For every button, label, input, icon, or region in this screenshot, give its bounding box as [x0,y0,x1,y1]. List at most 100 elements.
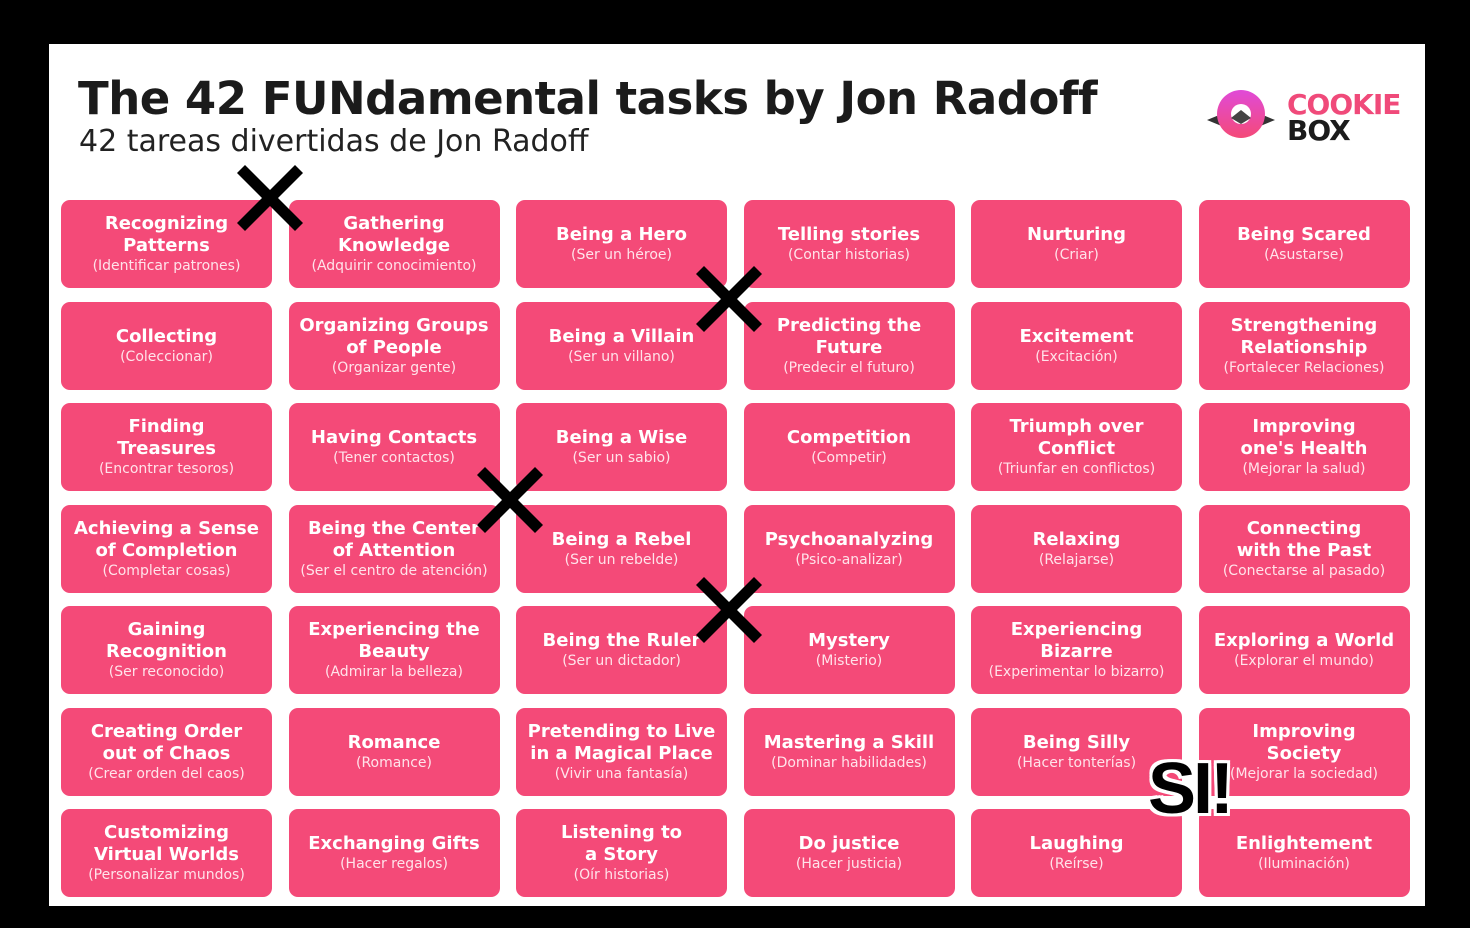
task-card: Being Scared(Asustarse) [1198,200,1410,288]
task-translation: (Misterio) [815,653,883,669]
task-translation: (Fortalecer Relaciones) [1223,359,1385,376]
task-translation: (Ser un rebelde) [564,551,679,568]
task-card: Finding Treasures(Encontrar tesoros) [61,403,272,491]
task-card: Pretending to Live in a Magical Place(Vi… [516,707,727,796]
task-name: Recognizing Patterns [104,213,229,256]
task-name: Being a Wise [555,427,688,448]
task-name: Improving Society [1252,720,1356,764]
logo-word-box: BOX [1287,114,1351,147]
cross-mark-icon [237,165,303,231]
task-name: Being a Villain [548,325,695,347]
task-card: Nurturing(Criar) [971,200,1182,288]
task-card: Excitement(Excitación) [971,301,1182,390]
task-translation: (Hacer tonterías) [1016,754,1137,771]
task-name: Mastering a Skill [763,731,935,753]
task-card: Competition (Competir) [743,403,955,491]
task-card: Being Silly(Hacer tonterías) [971,707,1182,796]
task-card: Triumph over Conflict(Triunfar en confli… [971,403,1182,491]
task-translation: (Encontrar tesoros) [98,461,235,477]
donut-logo-icon [1207,90,1275,138]
page-subtitle: 42 tareas divertidas de Jon Radoff [79,124,589,159]
task-card: Experiencing the Beauty (Admirar la belle… [288,606,500,694]
task-card: Gathering Knowledge (Adquirir conocimient… [288,200,500,288]
task-card: Romance(Romance) [288,707,500,796]
task-name: Competition [786,427,912,448]
task-name: Being a Hero [556,224,687,245]
task-name: Improving one's Health [1240,416,1368,459]
task-name: Triumph over Conflict [1009,416,1144,459]
task-card: Psychoanalyzing(Psico-analizar) [743,504,955,593]
task-translation: (Reírse) [1049,856,1104,872]
task-card: Do justice (Hacer justicia) [743,809,955,897]
task-card: Being the Ruler (Ser un dictador) [516,606,727,694]
task-name: Exchanging Gifts [308,833,480,854]
task-name: Collecting [115,325,218,347]
task-name: Excitement [1019,325,1134,347]
task-translation: (Ser un dictador) [562,653,681,669]
task-translation: (Asustarse) [1264,247,1344,263]
task-name: Enlightement [1235,833,1373,854]
task-translation: (Predecir el futuro) [783,359,915,376]
task-translation: (Experimentar lo bizarro) [988,664,1165,680]
task-name: Being the Center of Attention [308,517,480,561]
task-translation: (Romance) [356,754,432,771]
task-translation: (Personalizar mundos) [88,867,245,883]
task-name: Being Silly [1022,731,1131,753]
task-translation: (Vivir una fantasía) [554,765,689,782]
task-translation: (Ser un villano) [568,348,675,365]
task-translation: (Identificar patrones) [92,258,241,274]
task-translation: (Ser el centro de atención) [300,562,488,579]
task-translation: (Iluminación) [1258,856,1350,872]
task-card: Customizing Virtual Worlds (Personalizar … [61,809,272,897]
task-name: Experiencing the Beauty [308,619,480,662]
task-card: Predicting the Future(Predecir el futuro… [743,301,955,390]
task-card: Listening to a Story(Oír historias) [516,809,727,897]
task-name: Connecting with the Past [1236,517,1372,561]
task-translation: (Relajarse) [1038,551,1115,568]
task-card: Mystery (Misterio) [743,606,955,694]
cross-mark-icon [477,467,543,533]
task-card: Organizing Groups of People(Organizar ge… [288,301,500,390]
page-title: The 42 FUNdamental tasks by Jon Radoff [78,72,1098,125]
task-translation: (Competir) [811,450,887,466]
task-translation: (Criar) [1054,247,1099,263]
task-name: Customizing Virtual Worlds [94,822,239,865]
task-name: Creating Order out of Chaos [90,720,243,764]
task-name: Predicting the Future [776,314,922,358]
task-name: Laughing [1029,833,1124,854]
task-translation: (Hacer regalos) [340,856,448,872]
cross-mark-icon [696,266,762,332]
task-card: Collecting(Coleccionar) [61,301,272,390]
task-translation: (Crear orden del caos) [88,765,245,782]
task-name: Telling stories [777,224,921,245]
task-card: Being a Rebel(Ser un rebelde) [516,504,727,593]
task-name: Relaxing [1032,528,1121,550]
task-translation: (Completar cosas) [102,562,231,579]
task-translation: (Explorar el mundo) [1234,653,1374,669]
task-translation: (Hacer justicia) [795,856,903,872]
task-name: Strengthening Relationship [1230,314,1378,358]
task-card: Being a Wise(Ser un sabio) [516,403,727,491]
task-translation: (Adquirir conocimiento) [311,258,477,274]
task-name: Listening to a Story [560,822,683,865]
task-translation: (Admirar la belleza) [325,664,463,680]
task-name: Being the Ruler [542,630,701,651]
task-card: Recognizing Patterns (Identificar patrone… [61,200,272,288]
task-card: Telling stories(Contar historias) [743,200,955,288]
task-translation: (Organizar gente) [331,359,457,376]
task-name: Do justice [798,833,900,854]
task-name: Mystery [808,630,890,651]
task-card: Having Contacts(Tener contactos) [288,403,500,491]
task-translation: (Conectarse al pasado) [1222,562,1386,579]
task-card: Laughing (Reírse) [971,809,1182,897]
task-name: Gathering Knowledge [337,213,451,256]
task-card: Relaxing(Relajarse) [971,504,1182,593]
task-name: Experiencing Bizarre [1010,619,1143,662]
task-card: Creating Order out of Chaos(Crear orden … [61,707,272,796]
task-translation: (Tener contactos) [333,450,455,466]
task-name: Exploring a World [1213,630,1395,651]
si-annotation: SI! [1148,749,1234,829]
task-card: Exchanging Gifts (Hacer regalos) [288,809,500,897]
task-card: Strengthening Relationship(Fortalecer Re… [1198,301,1410,390]
logo-word-cookie: COOKIE [1287,88,1401,121]
